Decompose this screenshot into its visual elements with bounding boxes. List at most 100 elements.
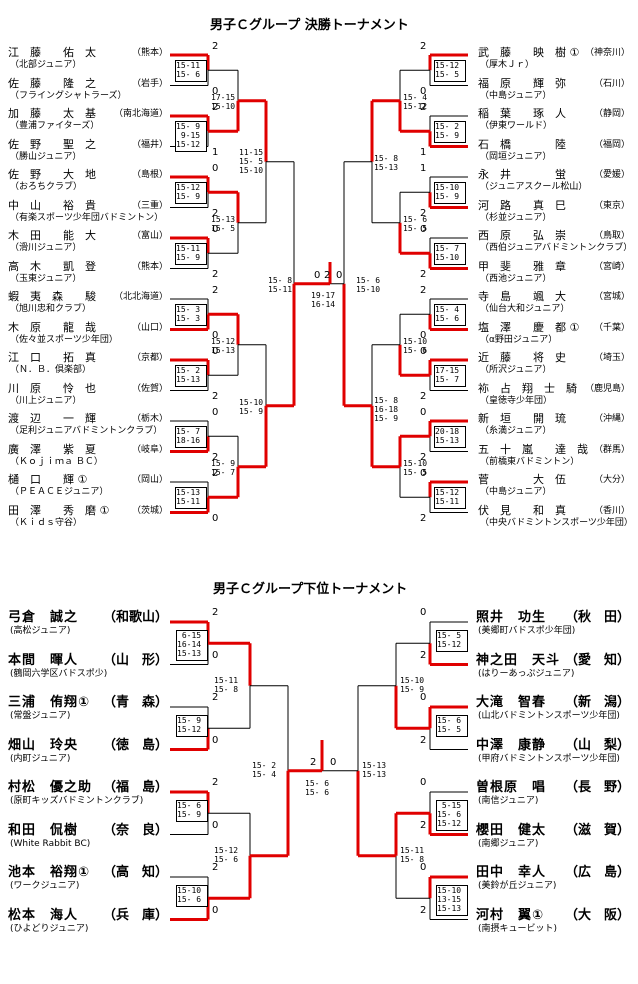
player-pref: （群馬） xyxy=(593,444,630,455)
player-pref: （奈 良） xyxy=(102,822,168,838)
score-final-right-r2: 15- 4 15-12 xyxy=(403,92,428,111)
player-name: 畑山 玲央 xyxy=(8,737,79,753)
player-team: （おろちクラブ） xyxy=(10,182,83,192)
player-pref: （東京） xyxy=(593,200,630,211)
player-team: (美郷町バドスポ少年団) xyxy=(478,626,576,636)
score-final-left-r1-box xyxy=(175,487,207,510)
result-right: 2 xyxy=(420,41,427,52)
result-right: 2 xyxy=(420,285,427,296)
player-pref: （千葉） xyxy=(593,322,630,333)
result-lower-right: 2 xyxy=(420,904,427,916)
score-final-right-r3: 15- 8 15-13 xyxy=(374,153,399,172)
score-final-right-r1: 15- 4 15- 6 xyxy=(435,305,460,324)
player-pref: （鹿児島） xyxy=(584,383,630,394)
player-team: （α野田ジュニア） xyxy=(480,334,558,345)
player-pref: （兵 庫） xyxy=(102,907,168,923)
result-right: 2 xyxy=(420,102,427,113)
result-left: 2 xyxy=(212,207,219,219)
player-name: 塩 澤 慶 都 ① xyxy=(478,320,580,334)
score-lower-right-r1-box xyxy=(436,800,468,832)
player-pref: （大 阪） xyxy=(564,907,630,923)
score-final-left-r3: 11-15 15- 5 15-10 xyxy=(239,147,264,175)
player-team: (ワークジュニア) xyxy=(10,881,80,891)
score-final-left-r2: 17-15 15-10 xyxy=(211,92,236,111)
player-team: （ＰＥＡＣＥジュニア） xyxy=(10,487,109,497)
player-pref: （和歌山） xyxy=(102,610,168,625)
result-right: 0 xyxy=(420,346,427,357)
score-lower-left-r1: 15-10 15- 6 xyxy=(177,886,202,905)
player-name: 西 原 弘 崇 xyxy=(478,229,566,242)
player-name: 佐 野 聖 之 xyxy=(8,137,96,151)
player-team: （佐々並スポーツ少年団） xyxy=(10,334,118,345)
result-lower-left: 0 xyxy=(212,734,219,746)
score-final-right-r1-box xyxy=(434,121,466,144)
player-pref: （神奈川） xyxy=(584,48,630,58)
result-right: 2 xyxy=(420,207,427,219)
player-team: （豊浦ファイターズ） xyxy=(10,121,100,131)
score-lower-right-r1-box xyxy=(436,885,468,917)
score-final-right-r1-box xyxy=(434,365,466,388)
player-team: (南郷ジュニア) xyxy=(478,838,539,849)
result-lower-left: 0 xyxy=(212,819,219,831)
result-left: 0 xyxy=(212,163,219,174)
result-left: 0 xyxy=(212,224,219,235)
score-final-left-semi: 15- 8 15-11 xyxy=(268,275,293,294)
score-final-left-r1-box xyxy=(175,60,207,83)
result-lower-left: 0 xyxy=(212,904,219,916)
player-team: （所沢ジュニア） xyxy=(480,365,552,375)
player-pref: （福岡） xyxy=(593,139,630,150)
score-final-left-r2: 15- 9 15- 7 xyxy=(211,458,236,477)
score-final-right-r1-box xyxy=(434,426,466,449)
player-pref: （島根） xyxy=(131,170,168,180)
player-name: 袮 占 翔 士 騎 xyxy=(478,381,577,395)
player-pref: （石川） xyxy=(593,78,630,89)
player-name: 江 藤 佑 太 xyxy=(8,46,96,59)
score-final-right-r1: 15-10 15- 9 xyxy=(435,183,460,202)
player-team: （西伯ジュニアバドミントンクラブ） xyxy=(480,243,633,253)
player-pref: （三重） xyxy=(131,200,168,211)
result-lower-right: 2 xyxy=(420,819,427,831)
result-right: 0 xyxy=(420,85,427,97)
score-lower-left-r2: 15-11 15- 8 xyxy=(214,675,239,694)
score-lower-left-r1-box xyxy=(176,885,208,908)
player-name: 和田 侃樹 xyxy=(8,822,79,838)
score-lower-left-r1-box xyxy=(176,715,208,738)
result-left: 2 xyxy=(212,41,219,52)
player-name: 田 澤 秀 磨 ① xyxy=(8,503,110,517)
result-right: 2 xyxy=(420,451,427,463)
result-left: 2 xyxy=(212,102,219,113)
player-team: （杉並ジュニア） xyxy=(480,212,552,223)
score-lower-left-r1-box xyxy=(176,630,208,662)
lower-title: 男子Ｃグループ下位トーナメント xyxy=(213,582,408,597)
result-lower-left: 2 xyxy=(212,862,219,873)
player-pref: （富山） xyxy=(131,231,168,241)
score-final-left-r2: 15-13 15- 5 xyxy=(211,214,236,233)
player-pref: （徳 島） xyxy=(102,737,168,753)
player-team: （中島ジュニア） xyxy=(480,487,552,497)
score-lower-right-r1-box xyxy=(436,630,468,653)
player-name: 武 藤 映 樹 ① xyxy=(478,46,580,59)
player-pref: （青 森） xyxy=(102,695,168,710)
player-team: （中央バドミントンスポーツ少年団） xyxy=(480,517,633,528)
result-lower-right: 0 xyxy=(420,777,427,788)
score-final-right-r1: 15-12 15- 5 xyxy=(435,61,460,80)
player-team: (White Rabbit BC) xyxy=(10,838,91,849)
score-final-left-r1: 15- 7 18-16 xyxy=(176,427,201,446)
score-lower-right-r1: 15- 6 15- 5 xyxy=(437,716,462,735)
player-pref: （茨城） xyxy=(131,505,168,516)
player-name: 木 原 龍 哉 xyxy=(8,320,96,334)
player-pref: （北北海道） xyxy=(113,292,168,302)
player-name: 渡 辺 一 輝 xyxy=(8,412,96,425)
player-pref: （滋 賀） xyxy=(564,822,630,838)
score-final-left-r1-box xyxy=(175,121,207,153)
score-final-left-r2: 15-12 15-13 xyxy=(211,336,236,355)
result-right: 2 xyxy=(420,512,427,524)
player-team: （旭川忠和クラブ） xyxy=(10,304,92,314)
result-lower-final: 0 xyxy=(330,756,337,768)
player-pref: （南北海道） xyxy=(113,109,168,119)
player-name: 河村 翼① xyxy=(476,907,545,923)
result-right: 0 xyxy=(420,224,427,235)
player-team: (山北バドミントンスポーツ少年団) xyxy=(478,711,620,721)
player-name: 照井 功生 xyxy=(476,610,547,625)
player-team: (甲府バドミントンスポーツ少年団) xyxy=(478,753,620,764)
